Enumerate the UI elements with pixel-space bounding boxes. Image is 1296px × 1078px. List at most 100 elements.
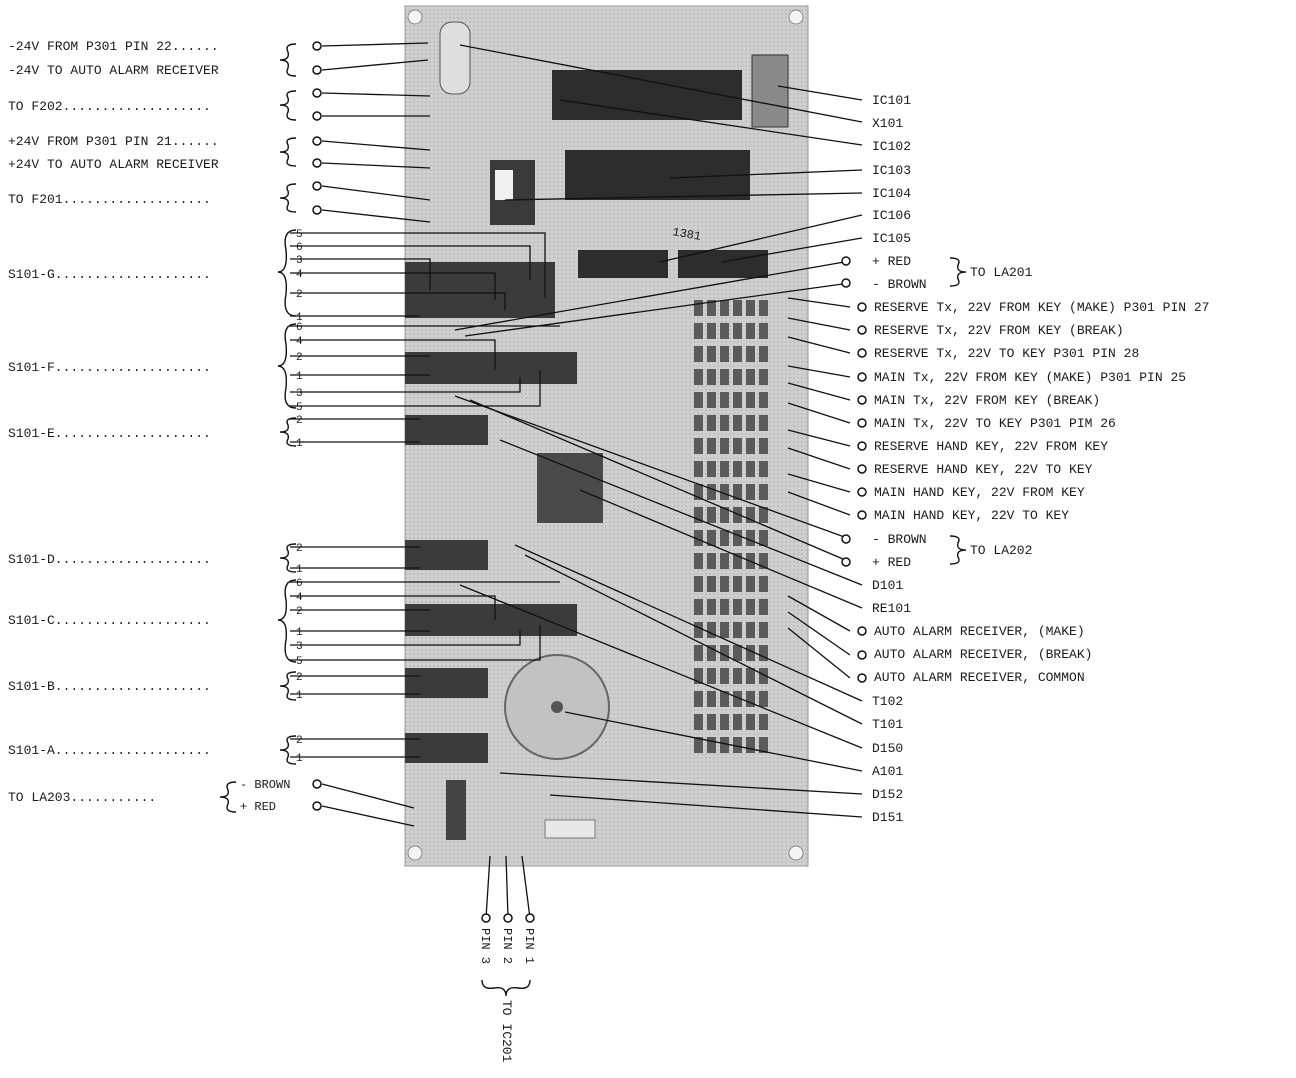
label-s101-e: S101-E....................	[8, 426, 211, 441]
pin-c-6: 6	[296, 578, 303, 590]
resistor	[746, 645, 755, 661]
switch-s101-e	[405, 415, 488, 445]
label-d151: D151	[872, 810, 903, 825]
label-re101: RE101	[872, 601, 911, 616]
resistor	[733, 461, 742, 477]
la203-red: + RED	[240, 800, 276, 814]
resistor	[759, 392, 768, 408]
resistor	[759, 300, 768, 316]
board-marking: 1381	[671, 225, 702, 244]
label-neg24v-to-alarm: -24V TO AUTO ALARM RECEIVER	[8, 63, 219, 78]
label-reserve-tx-make: RESERVE Tx, 22V FROM KEY (MAKE) P301 PIN…	[874, 300, 1209, 315]
resistor	[720, 300, 729, 316]
resistor	[733, 714, 742, 730]
resistor	[733, 300, 742, 316]
pin-g-3: 3	[296, 255, 303, 267]
label-alarm-break: AUTO ALARM RECEIVER, (BREAK)	[874, 647, 1092, 662]
label-s101-g: S101-G....................	[8, 267, 211, 282]
label-t102: T102	[872, 694, 903, 709]
label-ic105: IC105	[872, 231, 911, 246]
braces	[219, 43, 967, 997]
resistor	[759, 668, 768, 684]
la203-wire-labels: - BROWN + RED	[240, 778, 290, 814]
resistor	[746, 461, 755, 477]
resistor	[746, 300, 755, 316]
pin-d-1: 1	[296, 564, 303, 576]
label-d101: D101	[872, 578, 903, 593]
pin-d-2: 2	[296, 543, 303, 555]
label-s101-c: S101-C....................	[8, 613, 211, 628]
resistor	[707, 576, 716, 592]
pin-c-5: 5	[296, 656, 303, 668]
resistor	[733, 691, 742, 707]
resistor	[746, 323, 755, 339]
label-pin-3: PIN 3	[478, 928, 492, 964]
label-to-la202: TO LA202	[970, 543, 1032, 558]
resistor	[720, 484, 729, 500]
resistor	[694, 645, 703, 661]
resistor	[759, 415, 768, 431]
resistor	[720, 461, 729, 477]
label-to-la203: TO LA203...........	[8, 790, 156, 805]
component-t102	[446, 780, 466, 840]
resistor	[720, 415, 729, 431]
switch-s101-a	[405, 733, 488, 763]
resistor	[694, 668, 703, 684]
resistor	[733, 737, 742, 753]
crystal-x101	[439, 21, 471, 95]
pin-c-3: 3	[296, 641, 303, 653]
label-x101: X101	[872, 116, 903, 131]
resistor	[733, 553, 742, 569]
ic103-chip	[565, 150, 750, 200]
group-labels: TO LA201 TO LA202	[970, 265, 1033, 558]
pin-b-1: 1	[296, 690, 303, 702]
resistor	[720, 622, 729, 638]
switch-s101-c	[405, 604, 577, 636]
resistor	[733, 369, 742, 385]
resistor	[707, 599, 716, 615]
label-s101-b: S101-B....................	[8, 679, 211, 694]
resistor	[720, 576, 729, 592]
label-pos24v-from-p301: +24V FROM P301 PIN 21......	[8, 134, 219, 149]
resistor	[694, 737, 703, 753]
resistor	[759, 507, 768, 523]
resistor	[746, 691, 755, 707]
resistor	[759, 438, 768, 454]
label-main-hand-key-to: MAIN HAND KEY, 22V TO KEY	[874, 508, 1069, 523]
resistor	[746, 392, 755, 408]
resistor	[720, 599, 729, 615]
resistor	[707, 507, 716, 523]
switch-s101-f	[405, 352, 577, 384]
resistor-bank	[694, 300, 768, 753]
resistor	[694, 714, 703, 730]
resistor	[694, 369, 703, 385]
pcb-board: 1381	[404, 5, 809, 867]
label-pin-1: PIN 1	[522, 928, 536, 964]
resistor	[694, 553, 703, 569]
resistor	[694, 415, 703, 431]
pin-a-2: 2	[296, 735, 303, 747]
label-la201-brown: - BROWN	[872, 277, 927, 292]
switch-s101-d	[405, 540, 488, 570]
resistor	[759, 691, 768, 707]
resistor	[720, 369, 729, 385]
resistor	[720, 737, 729, 753]
pin-a-1: 1	[296, 753, 303, 765]
switch-pin-numbers: 5 6 3 4 2 1 6 4 2 1 3 5 2 1 2 1 6 4 2 1 …	[296, 229, 303, 765]
resistor	[759, 530, 768, 546]
label-ic103: IC103	[872, 163, 911, 178]
resistor	[694, 438, 703, 454]
resistor	[746, 622, 755, 638]
relay-re101	[537, 453, 603, 523]
resistor	[733, 507, 742, 523]
label-d152: D152	[872, 787, 903, 802]
label-to-ic201: TO IC201	[499, 1000, 514, 1063]
pin-f-3: 3	[296, 388, 303, 400]
pin-c-2: 2	[296, 606, 303, 618]
pin-g-5: 5	[296, 229, 303, 241]
right-labels: IC101 X101 IC102 IC103 IC104 IC106 IC105…	[872, 93, 1209, 825]
resistor	[746, 415, 755, 431]
resistor	[707, 553, 716, 569]
label-reserve-hand-key-to: RESERVE HAND KEY, 22V TO KEY	[874, 462, 1093, 477]
label-la202-brown: - BROWN	[872, 532, 927, 547]
